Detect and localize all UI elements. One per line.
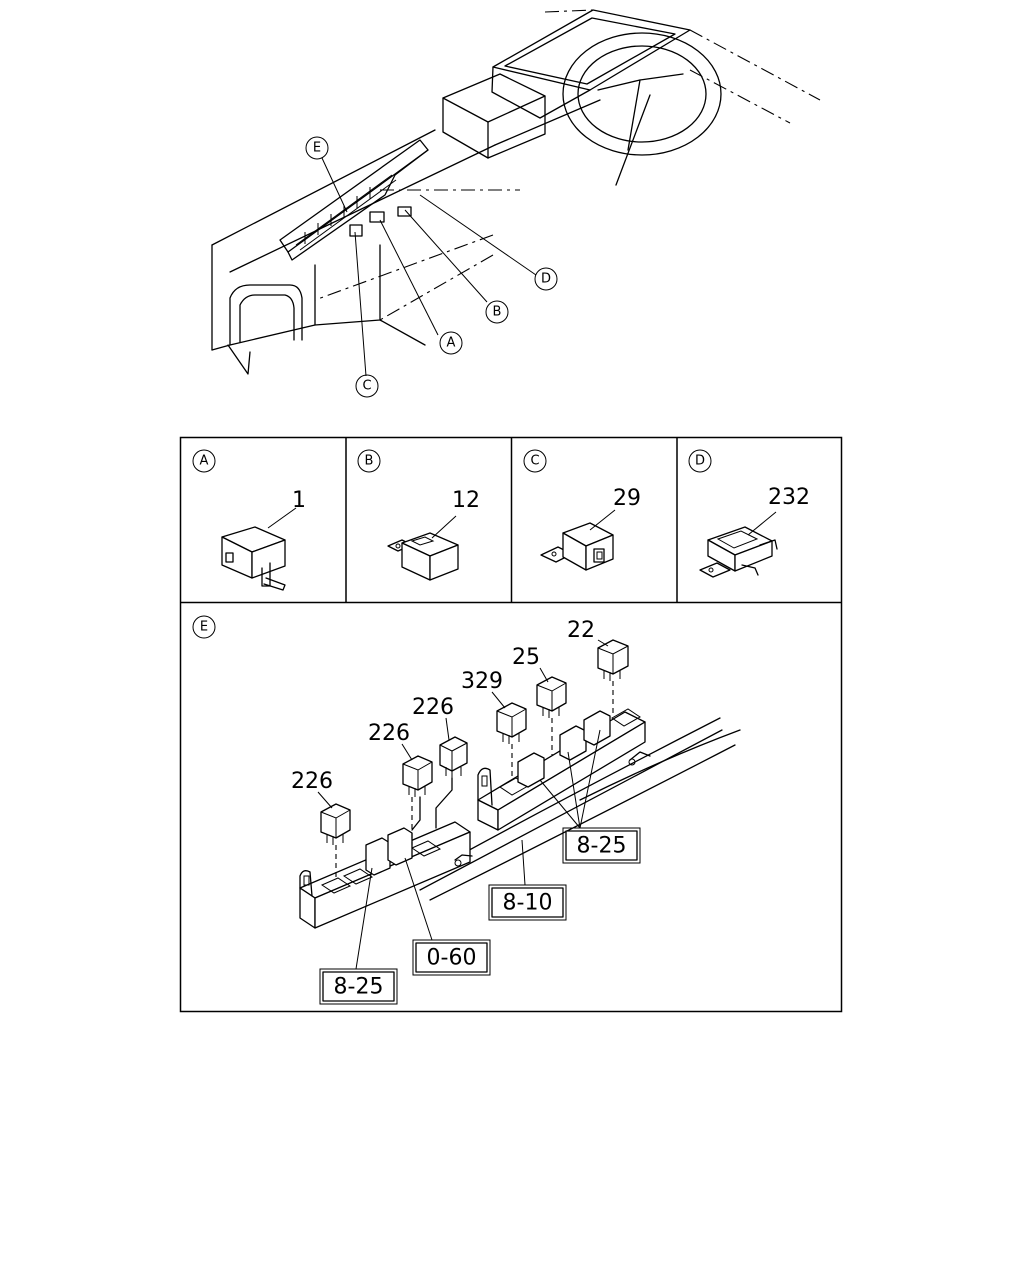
callout-b: B (485, 300, 509, 324)
relay-226-b (402, 755, 433, 797)
ref-8-25-left: 8-25 (319, 968, 398, 1005)
panel-a: A 1 (192, 449, 306, 591)
relay-22-part-number: 22 (567, 618, 595, 643)
relay-part-29 (540, 522, 614, 571)
relay-226-c-part-number: 226 (412, 695, 454, 720)
ref-8-10: 8-10 (488, 884, 567, 921)
steering-wheel (562, 32, 722, 156)
panel-b-part-number: 12 (452, 488, 480, 513)
svg-text:B: B (493, 305, 502, 320)
detail-e: E (192, 615, 741, 1005)
relay-25-part-number: 25 (512, 645, 540, 670)
callout-d: D (534, 267, 558, 291)
callout-c: C (355, 374, 379, 398)
relay-22 (597, 639, 629, 681)
panel-b: B 12 (357, 449, 480, 581)
relay-25 (536, 676, 567, 718)
svg-text:E: E (313, 141, 321, 156)
panel-a-part-number: 1 (292, 488, 306, 513)
panel-a-callout: A (200, 454, 209, 469)
panel-c-part-number: 29 (613, 486, 641, 511)
svg-text:0-60: 0-60 (427, 946, 477, 971)
relay-block-left (299, 821, 473, 929)
dashboard-overview (211, 9, 821, 377)
relay-226-b-part-number: 226 (368, 721, 410, 746)
svg-text:D: D (541, 272, 551, 287)
relay-226-c (439, 736, 468, 778)
panel-d-callout: D (695, 454, 705, 469)
relay-part-12 (387, 532, 459, 581)
svg-text:8-25: 8-25 (577, 834, 627, 859)
relay-226-a (320, 803, 351, 845)
panel-d-part-number: 232 (768, 485, 810, 510)
svg-text:C: C (362, 379, 371, 394)
panel-c: C 29 (523, 449, 641, 571)
svg-text:8-25: 8-25 (334, 975, 384, 1000)
detail-frame (179, 436, 843, 1013)
panel-b-callout: B (365, 454, 374, 469)
svg-text:8-10: 8-10 (503, 891, 553, 916)
svg-text:A: A (447, 336, 456, 351)
relay-226-a-part-number: 226 (291, 769, 333, 794)
panel-c-callout: C (530, 454, 539, 469)
detail-e-callout: E (200, 620, 208, 635)
panel-d: D 232 (688, 449, 810, 578)
callout-a: A (439, 331, 463, 355)
ref-0-60: 0-60 (412, 939, 491, 976)
relay-part-1 (221, 526, 286, 591)
relay-part-232 (699, 526, 778, 578)
ref-8-25-right: 8-25 (562, 827, 641, 864)
relay-329 (496, 702, 527, 744)
callout-e: E (305, 136, 329, 160)
relay-329-part-number: 329 (461, 669, 503, 694)
